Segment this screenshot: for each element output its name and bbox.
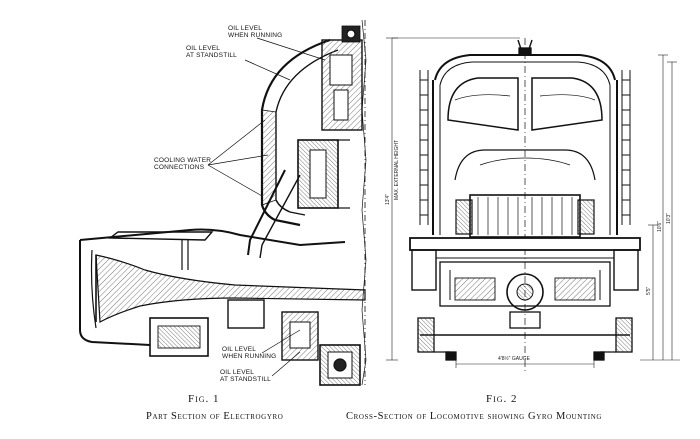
label-line: OIL LEVEL <box>186 45 221 52</box>
label-line: OIL LEVEL <box>222 346 257 353</box>
oil-level-running-top-label: OIL LEVEL WHEN RUNNING <box>228 25 282 39</box>
fig2-caption: Cross-Section of Locomotive showing Gyro… <box>346 411 603 422</box>
oil-level-running-bottom-label: OIL LEVEL WHEN RUNNING <box>222 346 276 360</box>
fig1-drawing <box>79 19 367 386</box>
oil-level-standstill-top-label: OIL LEVEL AT STANDSTILL <box>186 45 237 59</box>
label-line: AT STANDSTILL <box>220 376 272 383</box>
label-line: CONNECTIONS <box>154 164 205 171</box>
cooling-water-label: COOLING WATER CONNECTIONS <box>154 157 211 171</box>
dim-left-height: 13'4" <box>385 193 391 205</box>
dim-gauge: 4'8½" GAUGE <box>498 356 530 362</box>
dim-left-note: MAX. EXTERNAL HEIGHT <box>394 139 400 200</box>
fig2-dimensions <box>386 37 680 368</box>
oil-level-standstill-bottom-label: OIL LEVEL AT STANDSTILL <box>220 369 271 383</box>
dim-right-a: 10'6" <box>657 220 663 232</box>
dim-right-b: 10'3" <box>666 212 672 224</box>
fig1-leaders <box>207 37 326 377</box>
fig2-drawing <box>409 38 641 372</box>
fig1-number: Fig. 1 <box>188 393 220 405</box>
label-line: OIL LEVEL <box>220 369 255 376</box>
label-line: WHEN RUNNING <box>228 32 283 39</box>
dim-right-c: 5'5" <box>646 286 652 295</box>
fig2-number: Fig. 2 <box>486 393 518 405</box>
label-line: COOLING WATER <box>154 157 212 164</box>
fig1-caption: Part Section of Electrogyro <box>146 411 284 422</box>
label-line: WHEN RUNNING <box>222 353 277 360</box>
label-line: AT STANDSTILL <box>186 52 238 59</box>
label-line: OIL LEVEL <box>228 25 263 32</box>
